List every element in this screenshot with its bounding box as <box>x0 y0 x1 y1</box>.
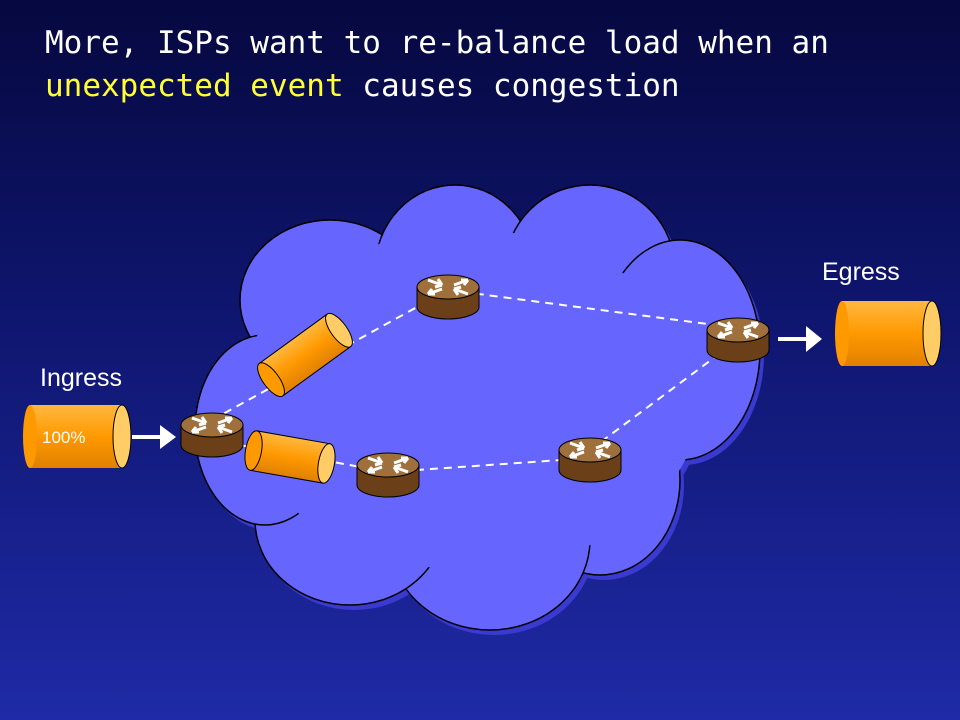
title-highlight: unexpected event <box>45 68 344 104</box>
egress-label: Egress <box>822 258 900 286</box>
ingress-cylinder <box>23 404 132 469</box>
link-queue-top <box>257 312 353 398</box>
ingress-arrow-icon <box>132 425 176 449</box>
router-bottom-icon <box>355 451 421 499</box>
link-bottom-mid <box>387 457 591 473</box>
link-mid-egress <box>589 339 739 451</box>
router-egress-icon <box>705 316 771 364</box>
egress-cylinder <box>835 300 942 367</box>
egress-arrow-icon <box>778 326 822 352</box>
slide-title: More, ISPs want to re-balance load when … <box>45 22 925 108</box>
title-line1: More, ISPs want to re-balance load when … <box>45 25 829 61</box>
router-mid-icon <box>557 436 623 484</box>
router-top-icon <box>415 273 481 321</box>
link-top-egress <box>447 289 739 329</box>
title-line2-rest: causes congestion <box>343 68 680 104</box>
link-queue-bottom <box>244 430 336 484</box>
ingress-label: Ingress <box>40 364 122 392</box>
link-ingress-top <box>211 289 449 421</box>
router-ingress-icon <box>179 411 245 459</box>
ingress-load-label: 100% <box>42 428 86 447</box>
network-cloud <box>194 184 764 635</box>
